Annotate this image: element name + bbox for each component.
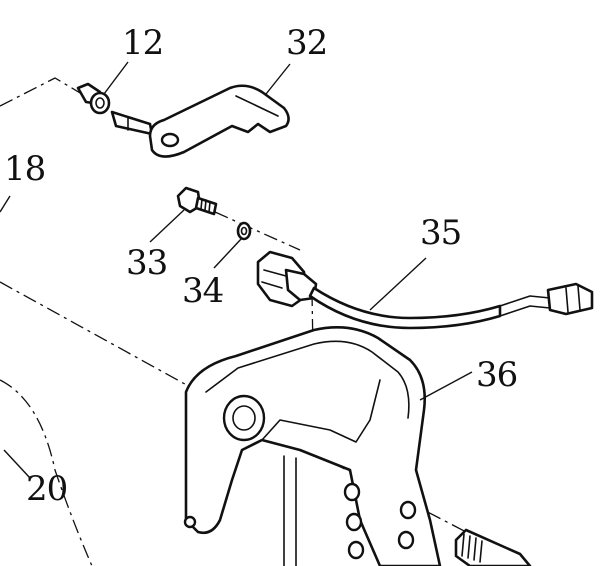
callout-labels: 12 32 18 33 34 35 36 20 <box>4 23 518 509</box>
callout-32: 32 <box>286 23 327 63</box>
part-33-bolt <box>176 186 218 216</box>
callout-12: 12 <box>122 23 163 63</box>
callout-20: 20 <box>26 469 67 509</box>
part-12-pin <box>76 82 154 136</box>
callout-35: 35 <box>420 213 461 253</box>
callout-36: 36 <box>476 355 517 395</box>
part-36-bracket <box>183 326 442 566</box>
callout-18: 18 <box>4 149 45 189</box>
callout-33: 33 <box>126 243 167 283</box>
callout-34: 34 <box>182 271 223 311</box>
part-bottom-bolt <box>454 528 532 566</box>
part-32-lever <box>148 84 290 158</box>
part-34-washer <box>236 221 252 241</box>
part-35-sensor-harness <box>256 250 594 330</box>
leader-lines <box>0 61 473 479</box>
